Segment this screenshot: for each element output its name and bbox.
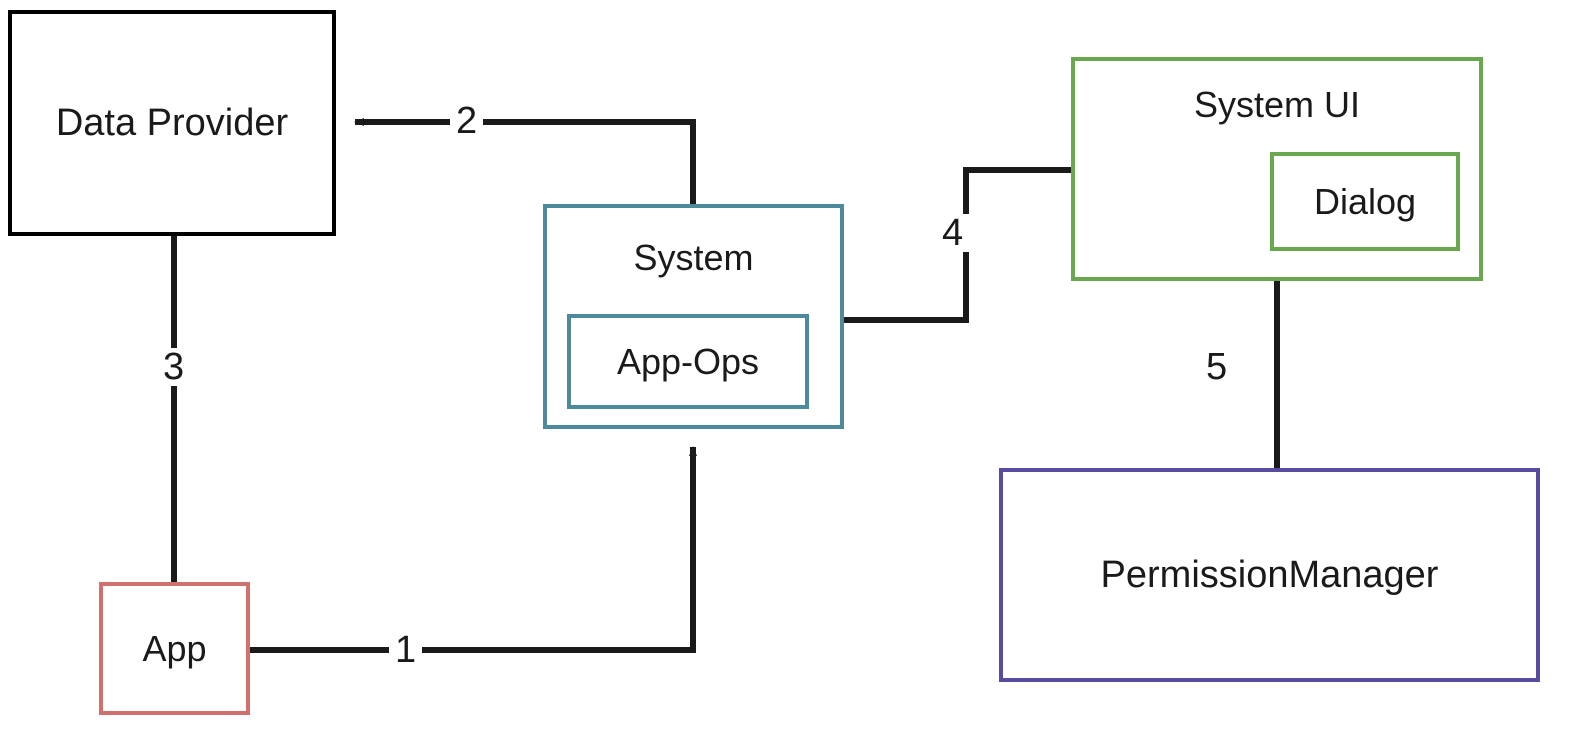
- edge-label-2: 2: [450, 102, 484, 140]
- edge-label-4: 4: [936, 214, 970, 252]
- node-system-ui-label: System UI: [1193, 84, 1361, 125]
- node-system-label: System: [633, 237, 754, 278]
- node-dialog[interactable]: Dialog: [1270, 152, 1460, 251]
- node-permission-manager-label: PermissionManager: [1100, 554, 1439, 596]
- node-data-provider[interactable]: Data Provider: [8, 10, 336, 236]
- edge-label-5: 5: [1200, 348, 1234, 386]
- edge-label-3: 3: [157, 348, 191, 386]
- node-app[interactable]: App: [99, 582, 250, 715]
- edge-2-path: [354, 118, 696, 204]
- node-app-label: App: [142, 627, 207, 669]
- node-data-provider-label: Data Provider: [55, 102, 289, 144]
- edge-label-1: 1: [389, 631, 423, 669]
- node-permission-manager[interactable]: PermissionManager: [999, 468, 1540, 682]
- node-app-ops[interactable]: App-Ops: [567, 314, 809, 409]
- node-app-ops-label: App-Ops: [616, 340, 760, 382]
- edge-1-path: [250, 446, 697, 653]
- node-dialog-label: Dialog: [1313, 180, 1417, 222]
